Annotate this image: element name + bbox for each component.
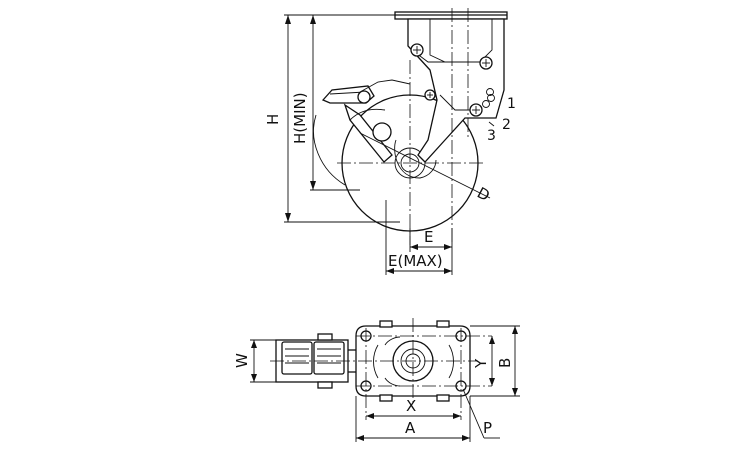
brake-position-hole-1 (482, 100, 490, 108)
label-D: D (474, 184, 493, 205)
label-Y: Y (472, 358, 490, 369)
brake-arm-roller (372, 122, 392, 142)
pedal-pad-right (313, 341, 345, 375)
side-view: D H H(MIN) E E(MAX) 1 2 3 (264, 8, 516, 275)
label-E: E (424, 228, 433, 246)
label-X: X (406, 397, 416, 415)
bottom-view: W Y B X A P (233, 318, 520, 442)
brake-position-2: 2 (502, 117, 511, 133)
brake-arm (343, 103, 393, 163)
pedal-pad-left (281, 341, 313, 375)
brake-position-hole-3 (486, 88, 494, 96)
plate-tab-tr (436, 320, 450, 328)
brake-position-hole-2 (487, 94, 495, 102)
label-E-max: E(MAX) (388, 252, 443, 270)
plate-tab-tl (379, 320, 393, 328)
label-W: W (233, 353, 251, 368)
plate-tab-br (436, 394, 450, 402)
brake-position-3: 3 (487, 128, 496, 144)
plate-tab-bl (379, 394, 393, 402)
hole-leader (462, 388, 485, 439)
label-H: H (264, 114, 282, 125)
pedal-tab-bottom (317, 381, 333, 389)
brake-position-1: 1 (507, 96, 516, 112)
fork-bracket (407, 18, 505, 163)
pedal-pivot (357, 90, 371, 104)
label-A: A (405, 419, 416, 437)
label-B: B (496, 358, 514, 368)
pedal-tab-top (317, 333, 333, 341)
label-P: P (483, 419, 492, 437)
label-H-min: H(MIN) (291, 92, 309, 144)
diameter-leader (359, 132, 491, 199)
